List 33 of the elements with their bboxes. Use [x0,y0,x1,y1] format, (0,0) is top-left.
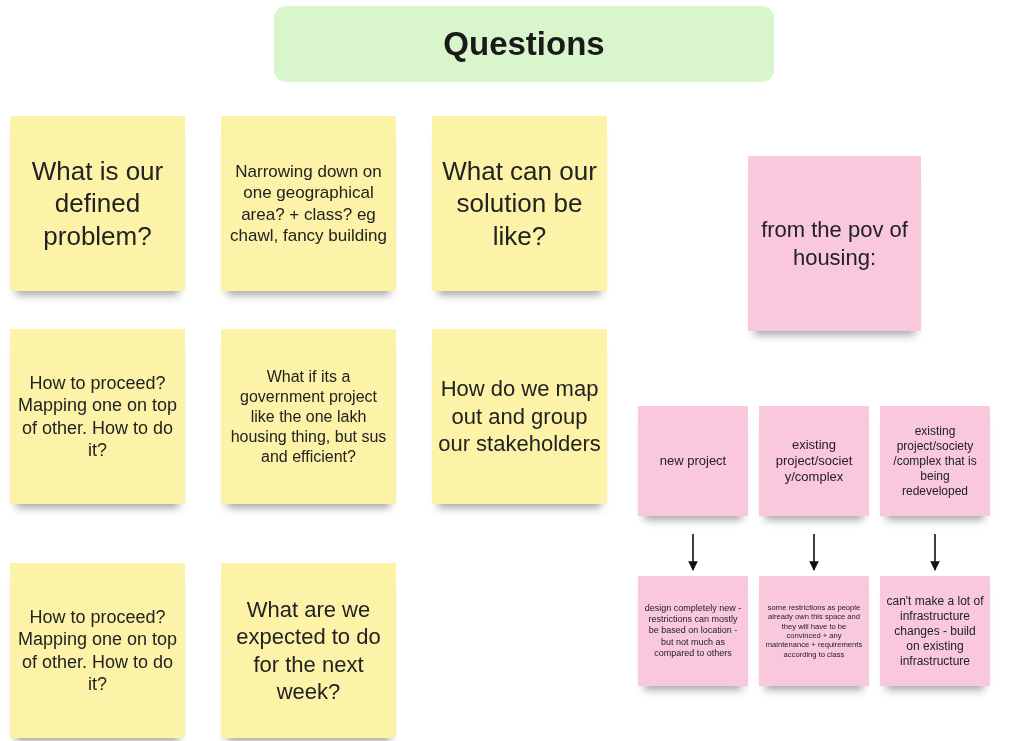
title-banner: Questions [274,6,774,82]
note-text: What if its a government project like the one lakh housing thing, but sus and efficient? [229,366,388,467]
note-text: new project [659,452,727,470]
sticky-note [10,116,185,291]
sticky-note [10,329,185,504]
sticky-note [221,329,396,504]
note-text: existing project/societ y/complex [774,436,854,486]
sticky-note [638,406,748,516]
sticky-note [432,329,607,504]
sticky-note [880,576,990,686]
sticky-note [221,116,396,291]
note-text: design completely new - restrictions can mostly be based on location - but not much as compared to others [644,602,742,660]
sticky-note [759,576,869,686]
sticky-note [759,406,869,516]
note-text: What are we expected to do for the next week? [235,595,382,706]
note-text: How to proceed? Mapping one on top of other. How to do it? [16,371,179,462]
note-text: can't make a lot of infrastructure changes - build on existing infrastructure [886,593,984,669]
sticky-note [880,406,990,516]
sticky-note [748,156,921,331]
note-text: existing project/society /complex that is being redeveloped [892,423,978,499]
arrow [930,533,940,571]
arrow [688,533,698,571]
note-text: What is our defined problem? [30,154,165,253]
sticky-note [638,576,748,686]
note-text: What can our solution be like? [441,154,598,253]
note-text: How to proceed? Mapping one on top of other. How to do it? [16,605,179,696]
arrow [809,533,819,571]
sticky-note [432,116,607,291]
note-text: from the pov of housing: [760,216,909,271]
note-text: Narrowing down on one geographical area? + class? eg chawl, fancy building [229,161,388,246]
sticky-note [221,563,396,738]
note-text: How do we map out and group our stakeholders [438,375,601,458]
sticky-note [10,563,185,738]
